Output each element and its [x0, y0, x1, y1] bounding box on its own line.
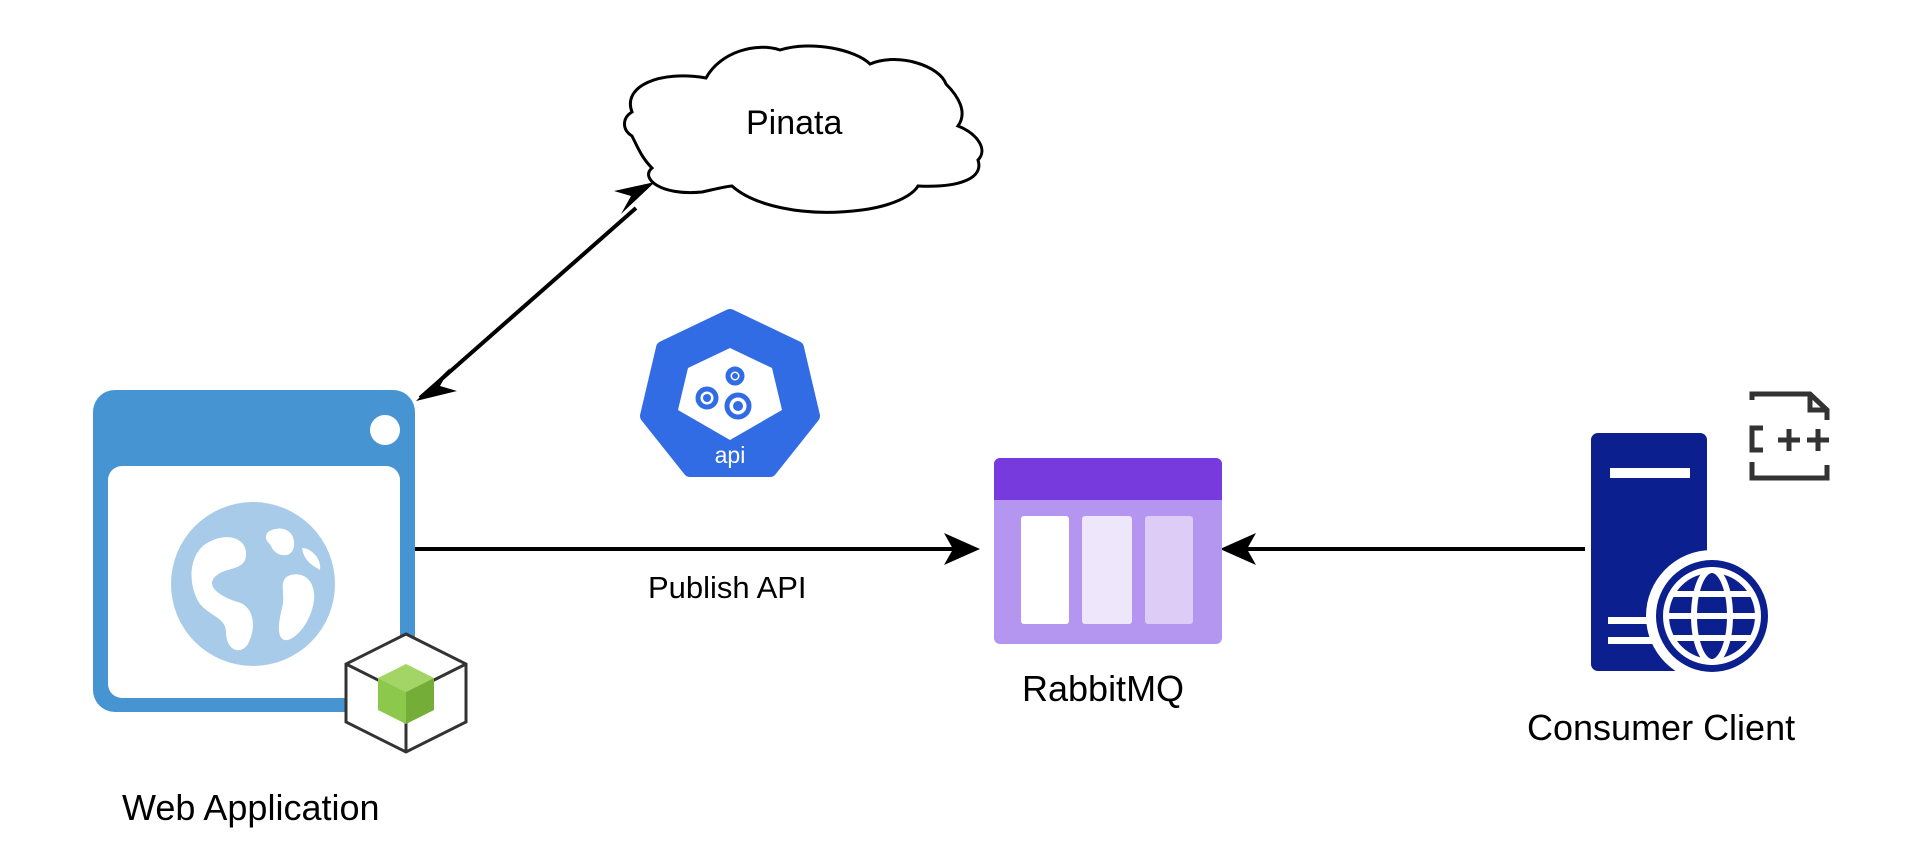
web-application-label: Web Application [122, 787, 380, 828]
consumer-client-label: Consumer Client [1527, 707, 1796, 748]
edge-webapp-pinata[interactable] [416, 182, 655, 401]
globe-icon [171, 502, 335, 666]
edge-publish-api[interactable] [415, 533, 980, 565]
api-gears-icon[interactable]: api [640, 309, 820, 477]
cpp-file-icon [1749, 391, 1830, 481]
publish-api-label: Publish API [648, 570, 807, 605]
globe-icon [1646, 550, 1778, 682]
rabbitmq-label: RabbitMQ [1022, 668, 1185, 709]
server-globe-icon[interactable] [1591, 433, 1778, 682]
queue-icon[interactable] [994, 458, 1222, 644]
nodejs-cube-icon [344, 632, 468, 754]
edge-consume[interactable] [1220, 533, 1585, 565]
pinata-label: Pinata [746, 104, 843, 142]
api-label: api [715, 442, 746, 468]
cloud-icon[interactable] [623, 44, 984, 214]
browser-globe-icon[interactable] [93, 390, 415, 712]
